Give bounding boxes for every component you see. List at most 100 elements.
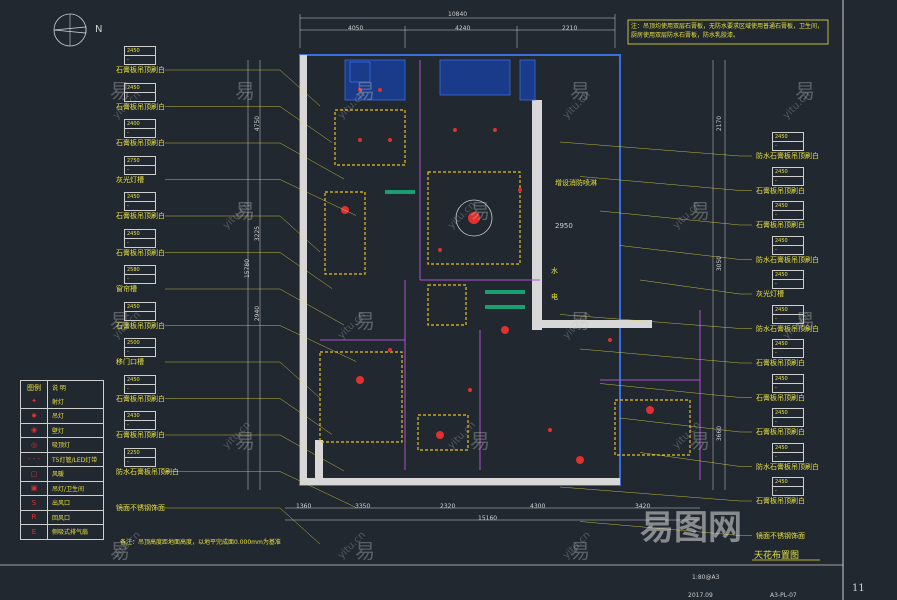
- right-pt-value: -: [773, 417, 803, 426]
- dim-top-1: 4050: [348, 25, 364, 32]
- left-ceiling-label: 石膏板吊顶刷白: [116, 248, 165, 257]
- watermark-glyph: 易: [355, 309, 375, 333]
- left-ch-value: 2750: [127, 157, 140, 164]
- right-ch-box: 2450-: [772, 270, 804, 289]
- left-ch-value: 2450: [127, 194, 140, 200]
- right-pt-value: -: [773, 279, 803, 288]
- right-ch-box: 2450-: [772, 304, 804, 324]
- legend-symbol-icon: ▢: [21, 467, 48, 481]
- dim-left-2: 3225: [254, 225, 262, 242]
- legend-description: 射灯: [52, 398, 65, 406]
- legend-row: ✸吊灯: [21, 408, 103, 423]
- right-ch-box: 2450-: [772, 339, 804, 358]
- left-ch-box: 2430-: [124, 411, 156, 430]
- dim-bottom-5: 3420: [635, 503, 651, 510]
- left-ch-value: 2450: [127, 230, 140, 237]
- right-ceiling-label: 石膏板吊顶刷白: [756, 428, 805, 436]
- right-leader-line: [599, 383, 752, 398]
- right-ceiling-label: 防水石膏板吊顶刷白: [756, 255, 819, 264]
- right-pt-value: -: [773, 348, 803, 357]
- legend-header-symbol: 图例: [21, 381, 48, 395]
- watermark-glyph: 易: [110, 79, 130, 103]
- left-ch-box: 2250-: [124, 447, 156, 467]
- watermark-glyph: 易: [235, 429, 255, 453]
- right-leader-line: [579, 521, 752, 536]
- legend-description: 壁灯: [52, 427, 65, 435]
- left-pt-value: -: [125, 456, 155, 466]
- legend-symbol-icon: ◎: [21, 438, 48, 452]
- right-ch-box: 2450-: [772, 442, 804, 462]
- left-ch-box: 2580-: [124, 265, 156, 284]
- dim-left-3: 2940: [254, 305, 262, 322]
- drawing-scale: 1:80@A3: [692, 574, 720, 581]
- left-ch-value: 2580: [127, 267, 140, 273]
- legend-row: - - -T5灯管/LED灯带: [21, 451, 103, 466]
- watermark-glyph: 易: [795, 309, 815, 333]
- dim-right-1: 2170: [716, 115, 724, 132]
- legend-description: 吸顶灯: [52, 442, 71, 450]
- right-ch-value: 2450: [775, 237, 788, 244]
- legend-row: ◎ 吸顶灯: [21, 437, 103, 452]
- legend-symbol-icon: ▣: [21, 481, 48, 495]
- dim-left-total: 15780: [244, 258, 252, 279]
- left-ch-value: 2500: [127, 340, 140, 346]
- right-ch-value: 2450: [775, 375, 788, 382]
- left-pt-value: -: [125, 201, 155, 210]
- right-ch-value: 2450: [775, 410, 788, 416]
- left-leader-line: [165, 507, 321, 545]
- right-leader-line: [639, 452, 752, 467]
- right-ceiling-label: 防水石膏板吊顶刷白: [756, 462, 819, 471]
- legend-description: 风暖: [52, 471, 65, 479]
- left-ch-value: 2450: [127, 303, 140, 310]
- right-pt-value: -: [773, 141, 803, 150]
- left-ceiling-label: 石膏板吊顶刷白: [116, 66, 165, 74]
- right-ceiling-label: 防水石膏板吊顶刷白: [756, 152, 819, 160]
- legend-description: 出风口: [52, 500, 71, 508]
- left-ch-value: 2430: [127, 413, 140, 419]
- dim-bottom-3: 2320: [440, 503, 456, 510]
- right-ch-box: 2450-: [772, 477, 804, 496]
- left-pt-value: -: [125, 310, 155, 320]
- watermark-glyph: 易: [690, 429, 710, 453]
- left-ceiling-label: 灰光灯槽: [116, 175, 144, 184]
- legend-row: ✦ 射灯: [21, 394, 103, 408]
- watermark-glyph: 易: [570, 539, 590, 563]
- right-ch-box: 2450-: [772, 408, 804, 427]
- legend-description: 吊灯: [52, 413, 65, 421]
- left-ceiling-label: 石膏板吊顶刷白: [116, 102, 165, 111]
- watermark-glyph: 易: [355, 539, 375, 563]
- left-ch-box: 2450-: [124, 374, 156, 394]
- water-label: 水: [551, 267, 558, 275]
- watermark-glyph: 易: [235, 79, 255, 103]
- left-ch-box: 2450-: [124, 301, 156, 321]
- watermark-glyph: 易: [795, 79, 815, 103]
- left-ceiling-label: 石膏板吊顶刷白: [116, 212, 165, 220]
- watermark-glyph: 易: [690, 199, 710, 223]
- legend-symbol-icon: ✦: [21, 394, 48, 408]
- right-ch-value: 2450: [775, 134, 788, 140]
- right-pt-value: -: [773, 175, 803, 185]
- left-ch-box: 2750-: [124, 155, 156, 175]
- left-leader-line: [165, 252, 333, 289]
- right-pt-value: -: [773, 210, 803, 219]
- dim-top-3: 2210: [562, 25, 578, 32]
- right-ceiling-label: 石膏板吊顶刷白: [756, 497, 805, 505]
- left-leader-line: [165, 434, 345, 472]
- watermark-glyph: 易: [470, 199, 490, 223]
- right-ceiling-label: 镜面不锈钢饰面: [756, 531, 805, 540]
- watermark-glyph: 易: [570, 79, 590, 103]
- left-leader-line: [165, 471, 357, 508]
- right-leader-line: [559, 141, 752, 157]
- left-ch-box: 2450-: [124, 192, 156, 211]
- left-ch-value: 2450: [127, 376, 140, 383]
- right-ch-box: 2450-: [772, 132, 804, 151]
- legend-table: 图例 说 明 ✦射灯✸吊灯◉壁灯◎吸顶灯- - -T5灯管/LED灯带▢风暖▣吊…: [20, 380, 104, 540]
- left-ch-box: 2450-: [124, 228, 156, 248]
- dining-table-icon: [455, 199, 493, 237]
- left-ceiling-label: 防水石膏板吊顶刷白: [116, 467, 179, 476]
- legend-symbol-icon: S: [21, 496, 48, 510]
- legend-row: ◉壁灯: [21, 422, 103, 437]
